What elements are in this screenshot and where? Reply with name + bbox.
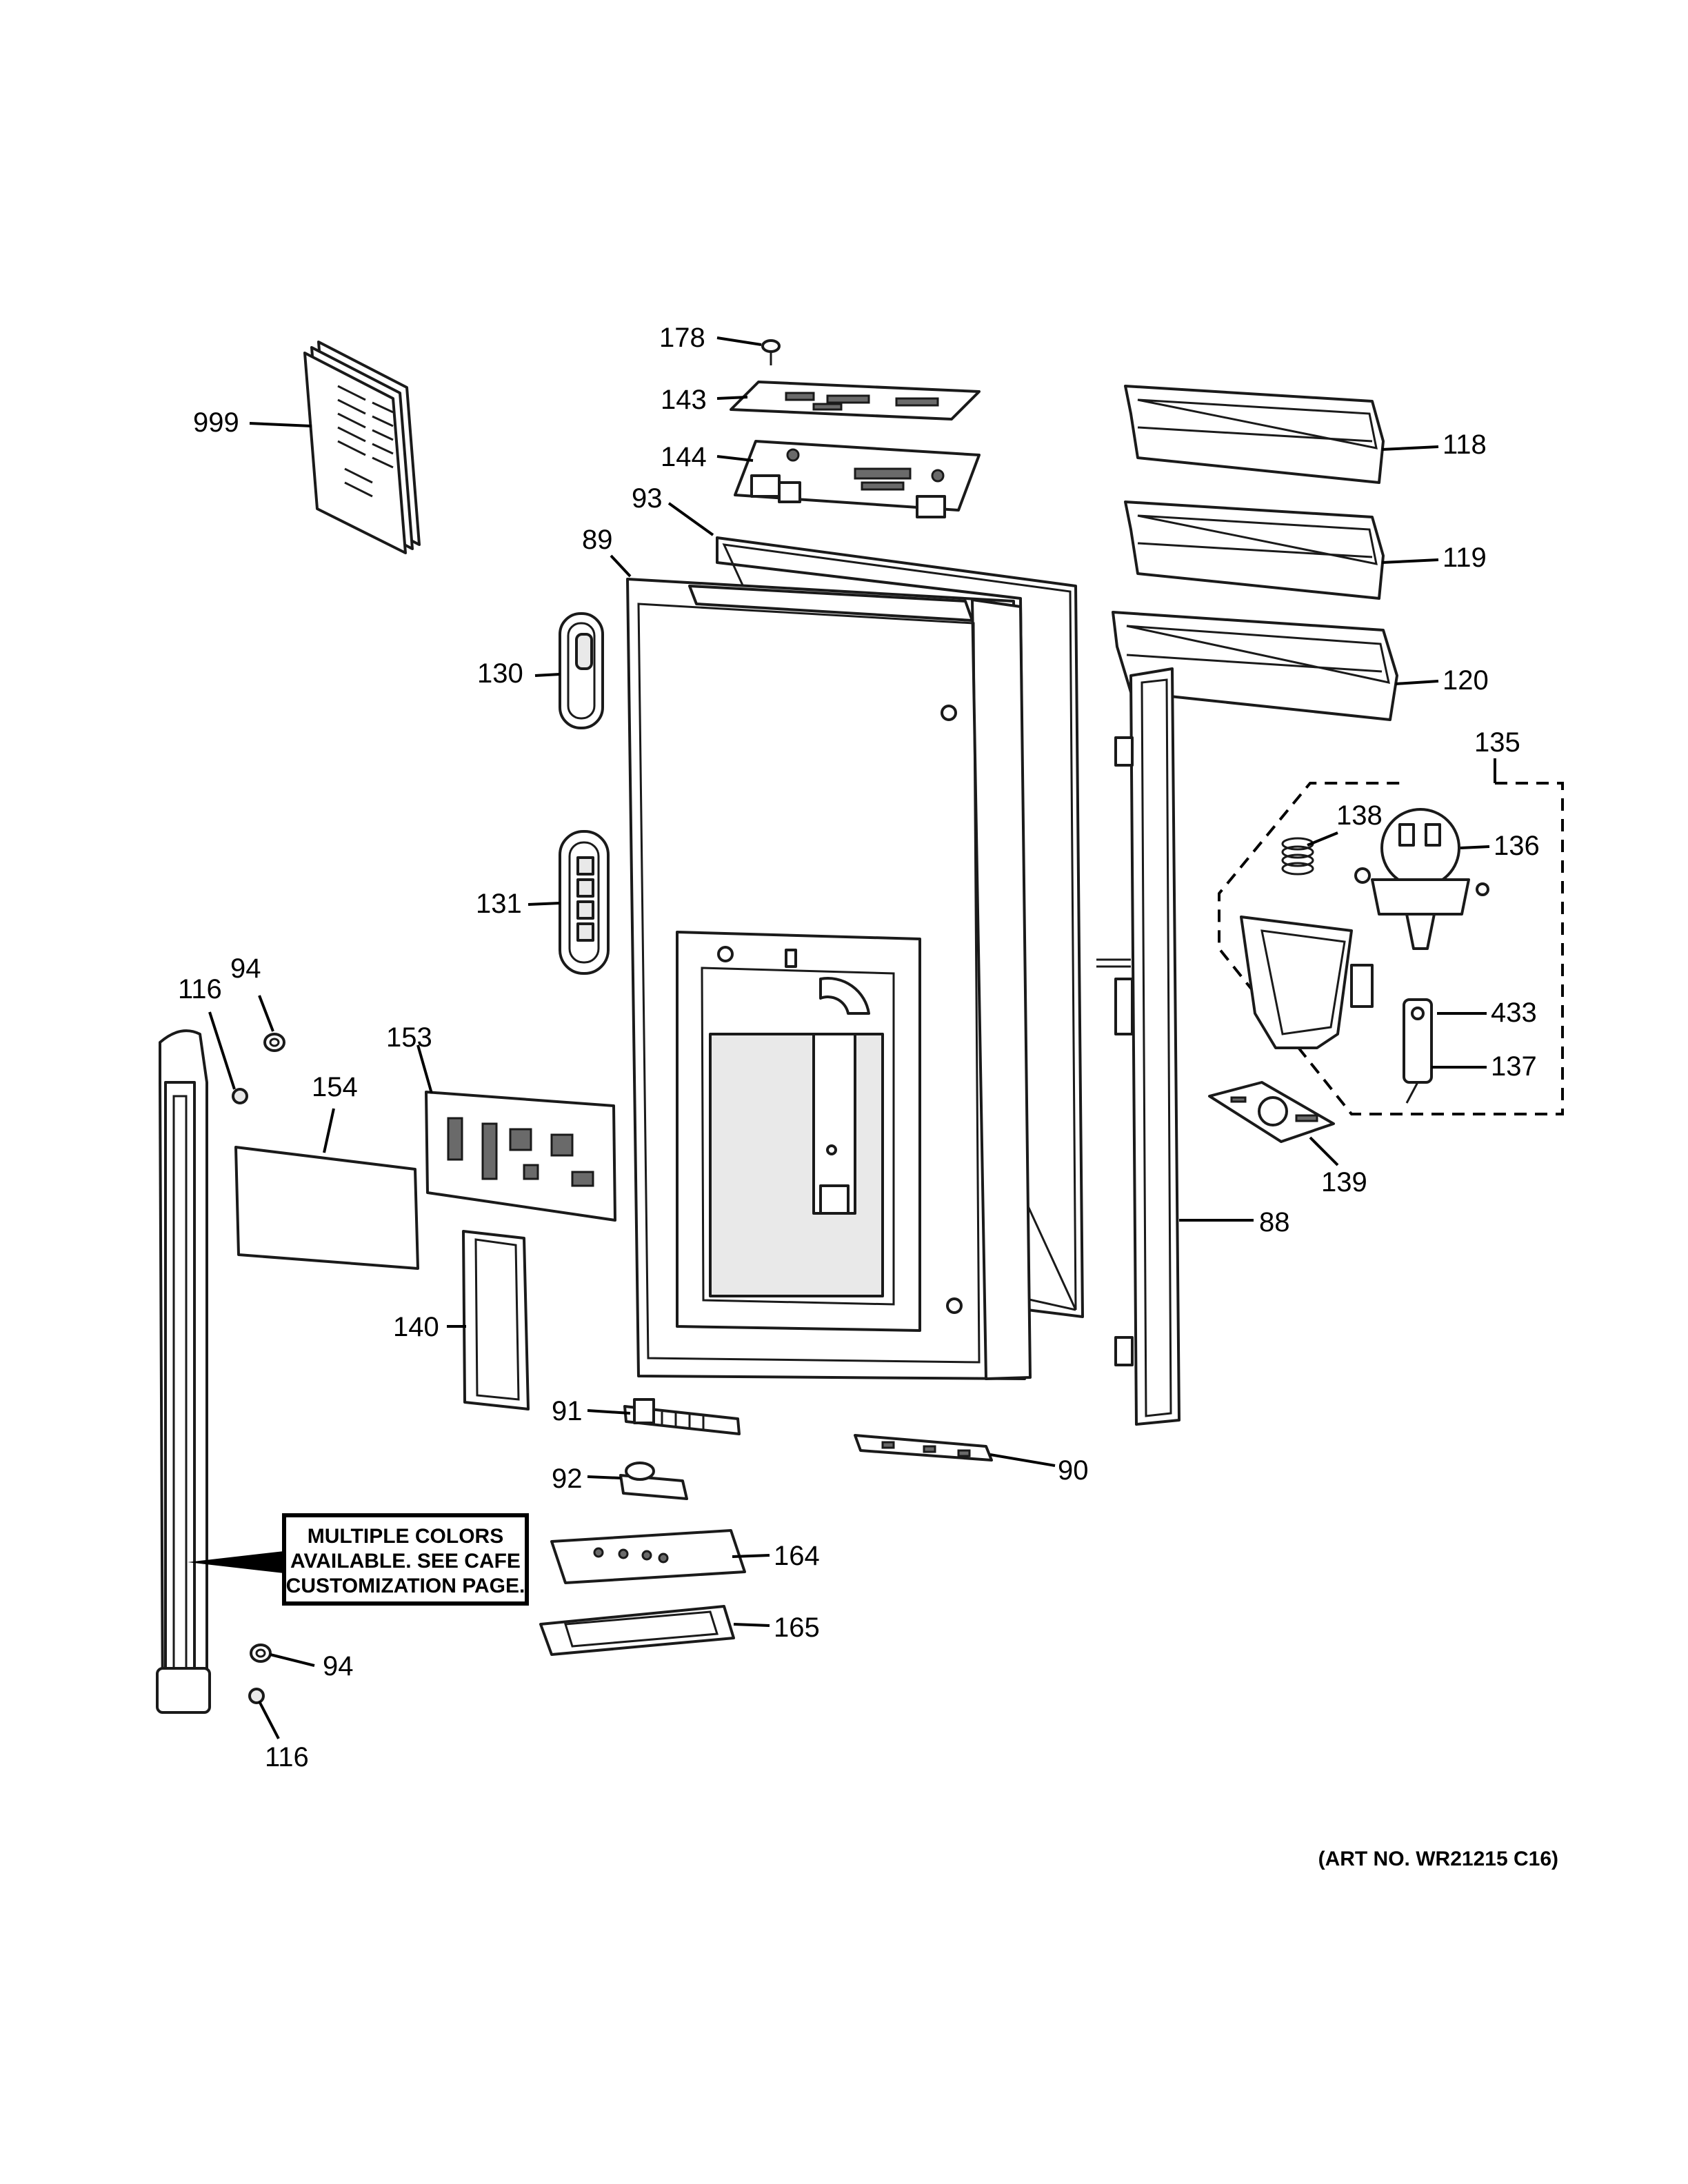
- callout-88: 88: [1259, 1207, 1290, 1237]
- callout-139: 139: [1321, 1167, 1367, 1197]
- part-999-manual[interactable]: [303, 341, 421, 554]
- part-131-pocket[interactable]: [559, 830, 610, 975]
- part-140-panel[interactable]: [462, 1230, 530, 1410]
- callout-433: 433: [1491, 998, 1537, 1028]
- callout-120: 120: [1443, 665, 1489, 696]
- part-116-setscrew-bottom[interactable]: [248, 1688, 265, 1704]
- callout-143: 143: [661, 385, 707, 415]
- part-154-overlay[interactable]: [234, 1146, 419, 1270]
- part-144-board[interactable]: [734, 440, 981, 518]
- art-number: (ART NO. WR21215 C16): [1318, 1848, 1558, 1870]
- callout-91: 91: [552, 1396, 583, 1426]
- part-130-pocket[interactable]: [559, 612, 604, 729]
- part-89-door[interactable]: [626, 578, 1032, 1380]
- callout-116-top: 116: [178, 974, 222, 1004]
- callout-144: 144: [661, 442, 707, 472]
- callout-116-bottom: 116: [265, 1742, 309, 1772]
- part-116-setscrew-top[interactable]: [232, 1088, 248, 1104]
- callout-89: 89: [582, 525, 613, 555]
- callout-135: 135: [1474, 727, 1520, 758]
- part-94-fastener-top[interactable]: [263, 1033, 285, 1052]
- callout-labels: 178 143 144 999 93 89 118 119 120 130 13…: [178, 323, 1540, 1772]
- note-line-2: AVAILABLE. SEE CAFE: [290, 1550, 521, 1573]
- callout-999: 999: [193, 407, 239, 438]
- part-164-cover[interactable]: [550, 1529, 746, 1584]
- note-line-1: MULTIPLE COLORS: [308, 1525, 503, 1548]
- callout-130: 130: [477, 658, 523, 689]
- part-139-plate[interactable]: [1208, 1081, 1335, 1143]
- callout-165: 165: [774, 1612, 820, 1643]
- callout-153: 153: [386, 1022, 432, 1053]
- callout-92: 92: [552, 1464, 583, 1494]
- part-136-motor[interactable]: [1354, 808, 1489, 950]
- part-91-hinge[interactable]: [623, 1398, 741, 1435]
- callout-118: 118: [1443, 429, 1487, 460]
- callout-140: 140: [393, 1312, 439, 1342]
- part-143-board[interactable]: [730, 381, 981, 421]
- callout-178: 178: [659, 323, 705, 353]
- callout-136: 136: [1494, 831, 1540, 861]
- note-line-3: CUSTOMIZATION PAGE.: [286, 1575, 525, 1597]
- part-165-tray[interactable]: [539, 1605, 735, 1656]
- callout-154: 154: [312, 1072, 358, 1102]
- part-178-screw[interactable]: [761, 339, 781, 365]
- part-153-board[interactable]: [425, 1091, 616, 1222]
- part-chute[interactable]: [1240, 916, 1374, 1049]
- part-92-bracket[interactable]: [619, 1462, 688, 1500]
- callout-94-bottom: 94: [323, 1651, 354, 1681]
- part-137-actuator[interactable]: [1403, 998, 1433, 1104]
- part-88-trim[interactable]: [1096, 667, 1180, 1426]
- callout-119: 119: [1443, 543, 1487, 573]
- callout-90: 90: [1058, 1455, 1089, 1486]
- callout-164: 164: [774, 1541, 820, 1571]
- part-90-bracket[interactable]: [854, 1434, 993, 1462]
- note-box: MULTIPLE COLORS AVAILABLE. SEE CAFE CUST…: [188, 1513, 529, 1606]
- part-120-bin[interactable]: [1112, 611, 1398, 721]
- part-door-handle[interactable]: [156, 1029, 211, 1714]
- part-94-fastener-bottom[interactable]: [250, 1644, 272, 1663]
- part-119-bin[interactable]: [1124, 501, 1385, 600]
- callout-94-top: 94: [230, 953, 261, 984]
- callout-138: 138: [1336, 800, 1383, 831]
- part-118-bin[interactable]: [1124, 385, 1385, 484]
- callout-137: 137: [1491, 1051, 1537, 1082]
- leader-lines: [208, 336, 1490, 1739]
- callout-93: 93: [632, 483, 663, 514]
- callout-131: 131: [476, 889, 522, 919]
